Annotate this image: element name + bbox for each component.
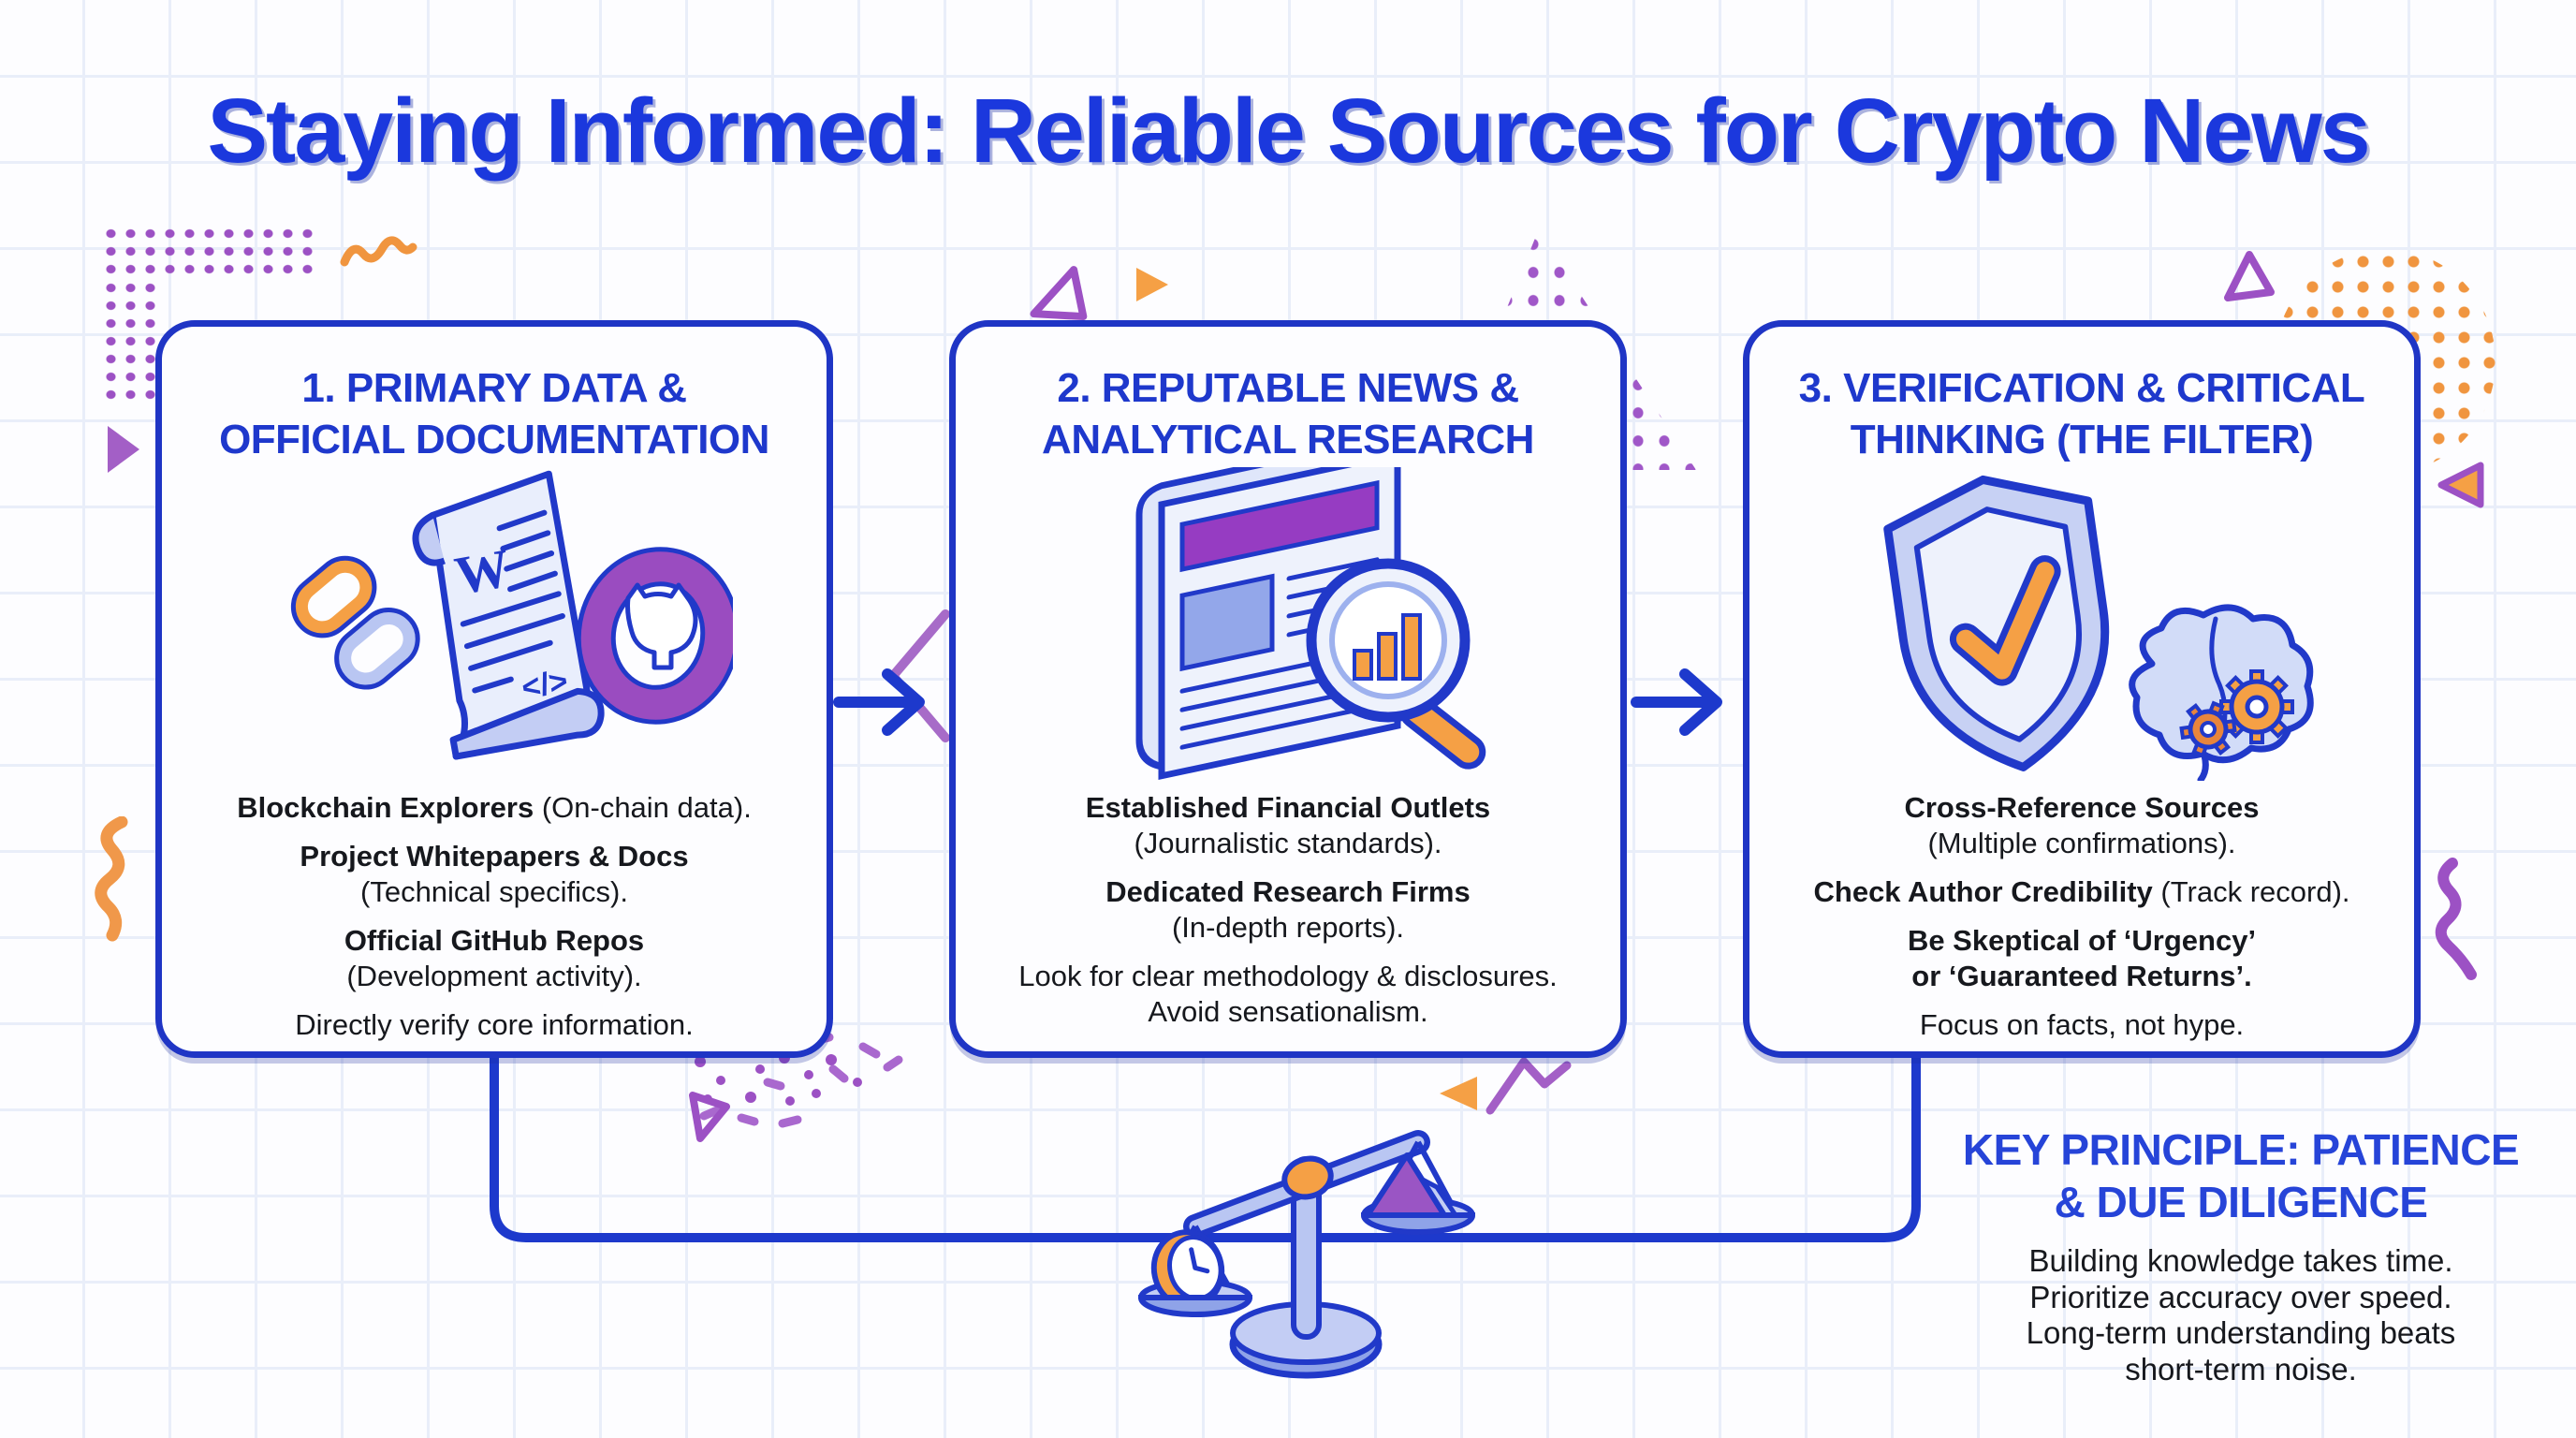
shield-brain-illustration [1883, 475, 2314, 784]
card-body: Blockchain Explorers (On-chain data). Pr… [169, 790, 819, 1043]
body-line: Official GitHub Repos [344, 924, 645, 957]
chain-link-icon [290, 555, 420, 690]
key-principle-heading: KEY PRINCIPLE: PATIENCE & DUE DILIGENCE [1962, 1125, 2520, 1227]
svg-text:</>: </> [519, 663, 570, 706]
card-heading: 2. REPUTABLE NEWS & ANALYTICAL RESEARCH [1042, 365, 1534, 462]
triangle-outline-icon [1030, 266, 1088, 321]
key-principle-section: KEY PRINCIPLE: PATIENCE & DUE DILIGENCE … [1938, 1123, 2544, 1388]
body-line: Directly verify core information. [295, 1008, 694, 1041]
dot-grid-top-left-row [101, 225, 317, 279]
squiggle-icon [340, 236, 417, 267]
triangle-icon [108, 426, 139, 473]
squiggle-icon [95, 816, 128, 942]
body-line: (Journalistic standards). [1134, 827, 1442, 859]
magnifier-chart-icon [1306, 558, 1486, 770]
card-heading: 1. PRIMARY DATA & OFFICIAL DOCUMENTATION [219, 365, 769, 462]
whitepaper-chain-github-illustration: W </> [290, 470, 740, 760]
body-line: (Technical specifics). [360, 875, 628, 908]
whitepaper-icon: W </> [412, 470, 605, 760]
body-line: Look for clear methodology & disclosures… [1018, 960, 1558, 992]
body-line: Established Financial Outlets [1085, 791, 1491, 824]
body-line: Avoid sensationalism. [1148, 995, 1428, 1028]
body-line: (Development activity). [346, 960, 642, 992]
card-primary-data: 1. PRIMARY DATA & OFFICIAL DOCUMENTATION… [155, 320, 833, 1058]
card-body: Established Financial Outlets (Journalis… [963, 790, 1613, 1030]
zigzag-icon [1486, 1057, 1572, 1115]
triangle-icon [2437, 462, 2484, 508]
chevron-icon [888, 609, 949, 742]
body-line: Blockchain Explorers (On-chain data). [237, 791, 752, 824]
card-verification: 3. VERIFICATION & CRITICAL THINKING (THE… [1743, 320, 2421, 1058]
gear-icon [2219, 669, 2294, 744]
triangle-icon [1136, 268, 1168, 301]
body-line: Focus on facts, not hype. [1919, 1008, 2245, 1041]
newspaper-magnifier-illustration [1135, 431, 1486, 780]
github-icon [576, 547, 740, 725]
body-line: Project Whitepapers & Docs [300, 840, 689, 873]
body-line: Dedicated Research Firms [1105, 875, 1471, 908]
card-reputable-news: 2. REPUTABLE NEWS & ANALYTICAL RESEARCH [949, 320, 1627, 1058]
brain-gears-icon [2129, 604, 2314, 784]
dot-grid-top-left-column [101, 279, 163, 404]
gear-icon [2179, 700, 2237, 758]
card-body: Cross-Reference Sources (Multiple confir… [1757, 790, 2407, 1043]
body-line: or ‘Guaranteed Returns’. [1911, 960, 2252, 992]
page-title: Staying Informed: Reliable Sources for C… [207, 80, 2370, 182]
squiggle-icon [2435, 858, 2477, 980]
key-principle-body: Building knowledge takes time. Prioritiz… [2026, 1243, 2456, 1387]
triangle-outline-icon [2224, 251, 2275, 301]
body-line: Cross-Reference Sources [1904, 791, 2260, 824]
body-line: Check Author Credibility (Track record). [1813, 875, 2350, 908]
shield-check-icon [1883, 475, 2110, 771]
body-line: (In-depth reports). [1171, 911, 1405, 944]
triangle-outline-icon [689, 1092, 730, 1142]
balance-scale-icon [1137, 1130, 1476, 1379]
body-line: (Multiple confirmations). [1927, 827, 2236, 859]
body-line: Be Skeptical of ‘Urgency’ [1907, 924, 2257, 957]
card-heading: 3. VERIFICATION & CRITICAL THINKING (THE… [1798, 365, 2365, 462]
